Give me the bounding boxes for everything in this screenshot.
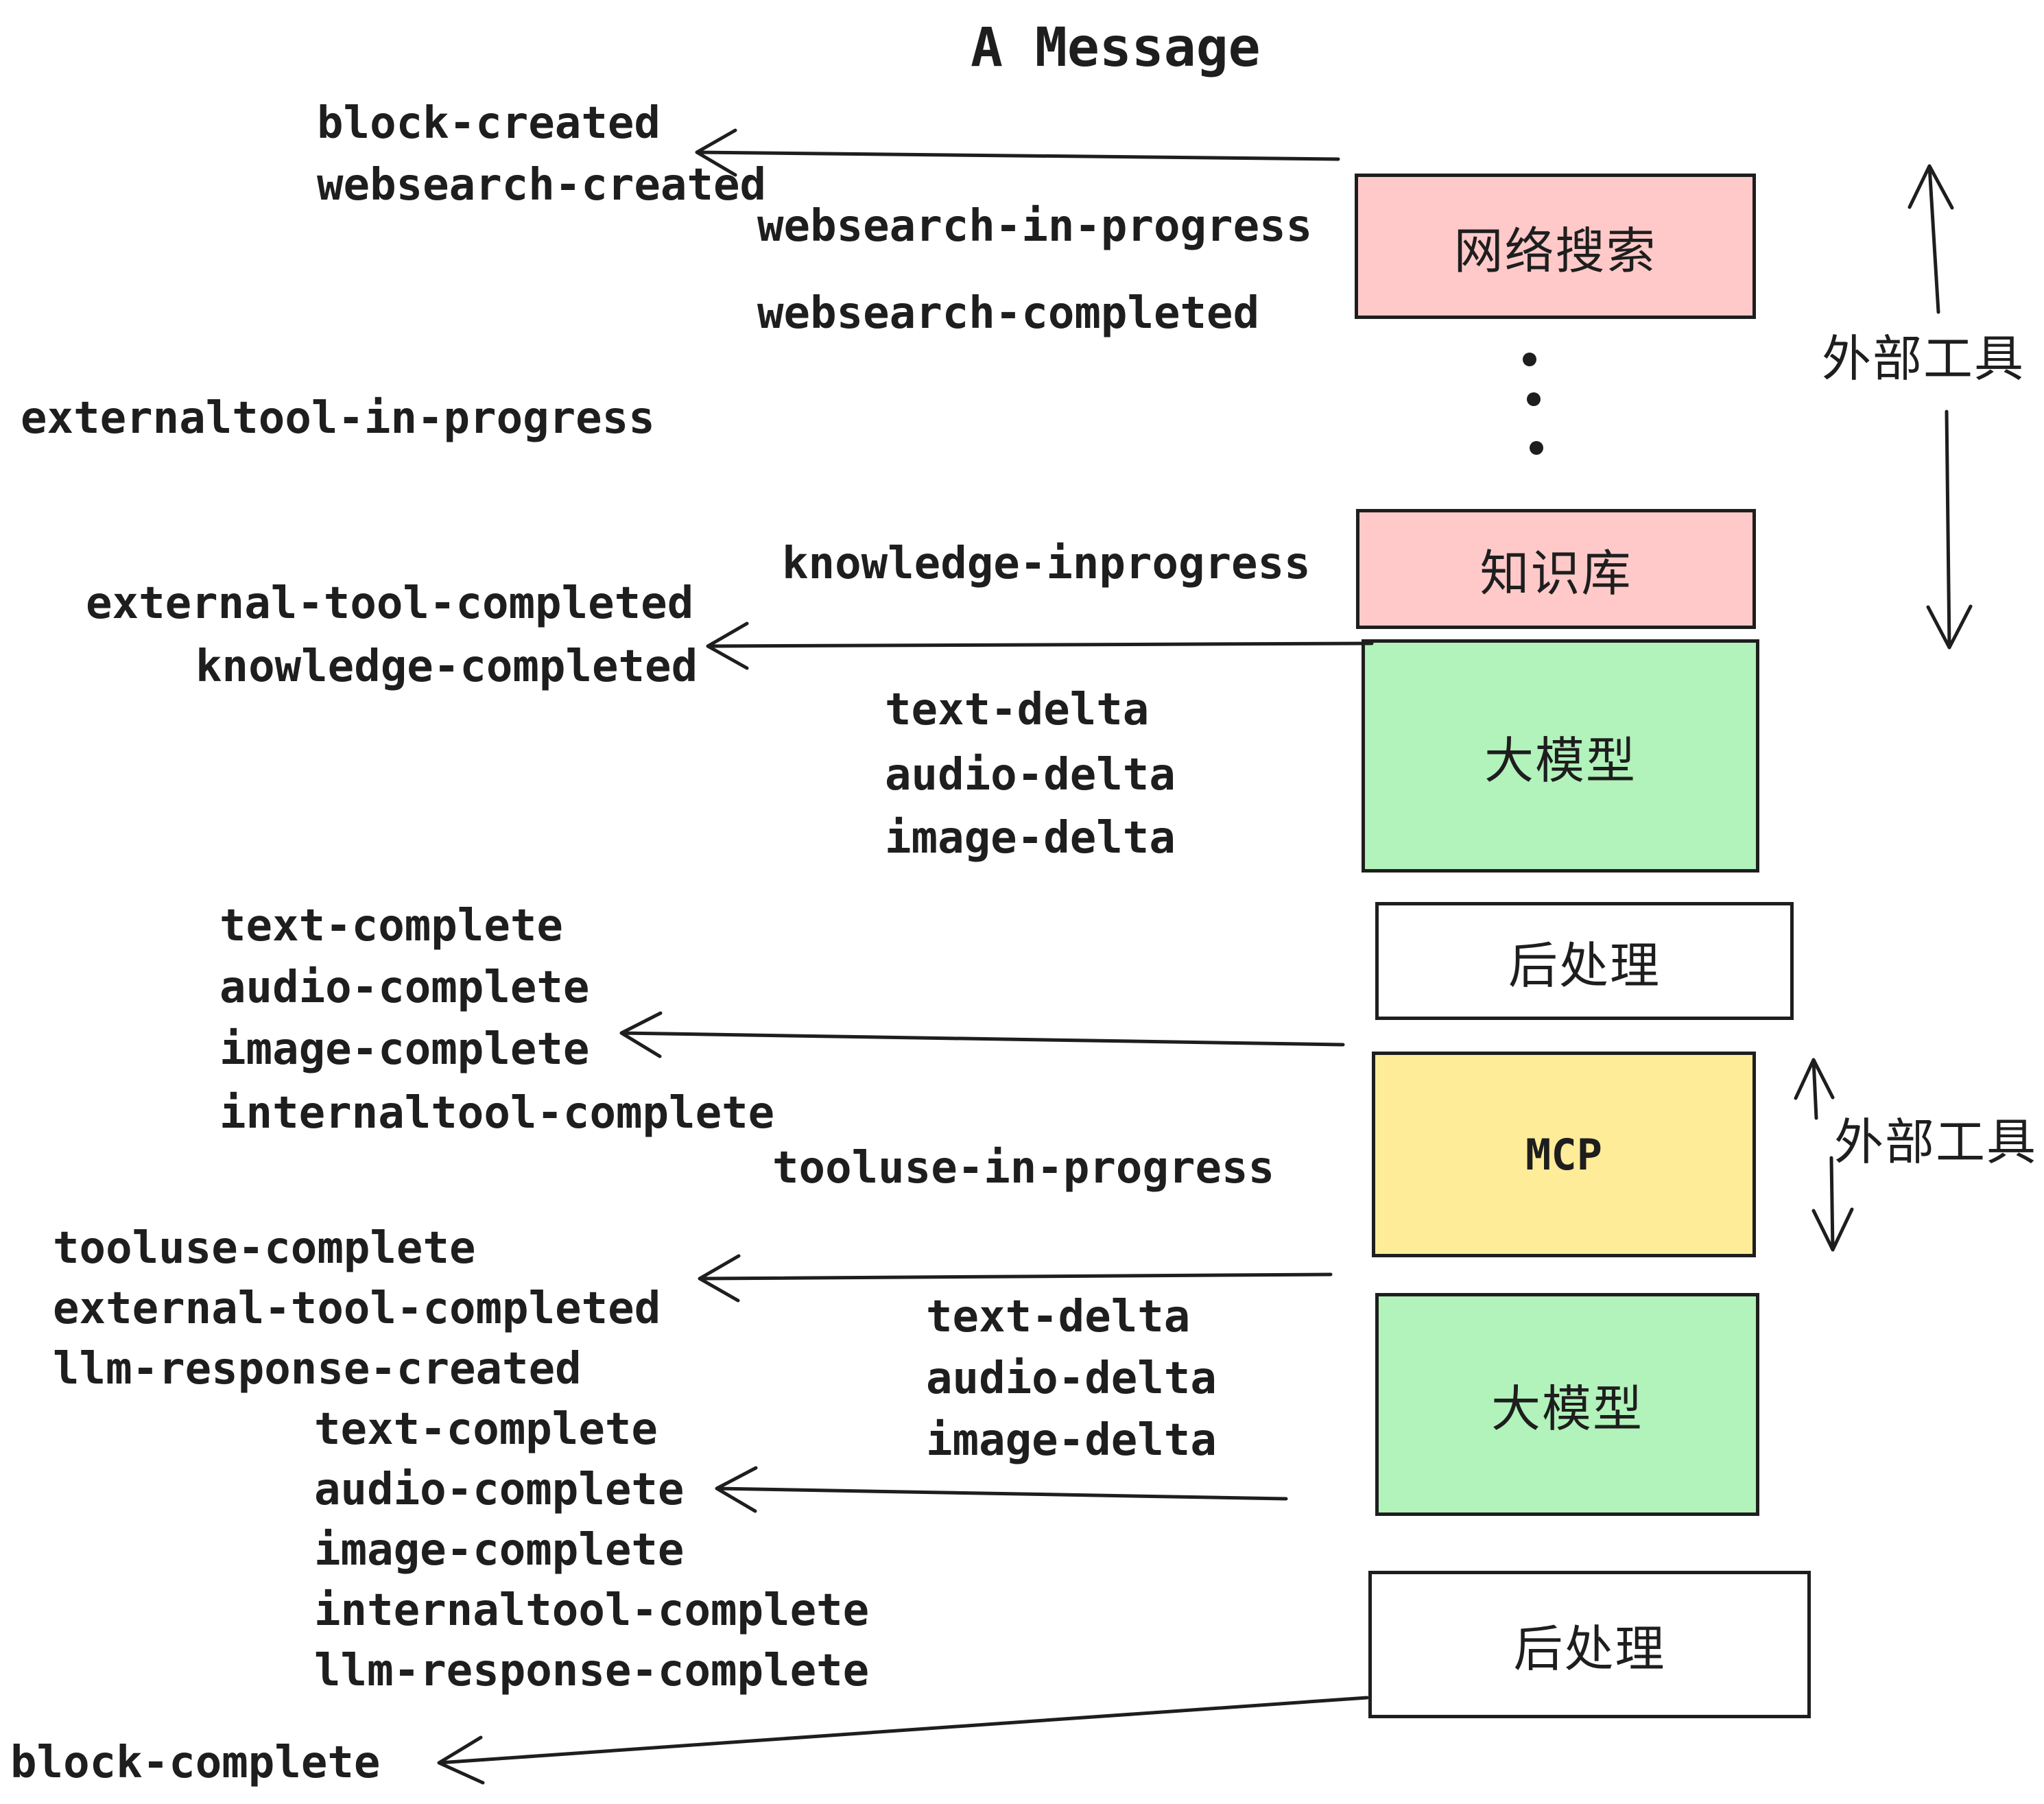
box-websearch: 网络搜索 <box>1355 174 1756 319</box>
event-label-text-complete-2: text-complete <box>314 1404 658 1455</box>
event-label-external-tool-completed-2: external-tool-completed <box>53 1283 661 1334</box>
box-post-processing-1: 后处理 <box>1375 902 1794 1020</box>
event-label-llm-response-created: llm-response-created <box>53 1344 582 1394</box>
event-label-tooluse-complete: tooluse-complete <box>53 1223 476 1274</box>
arrow-to-block-created <box>695 128 1340 177</box>
box-llm-2-label: 大模型 <box>1490 1382 1643 1437</box>
arrow-to-knowledge-completed <box>706 621 1374 670</box>
box-post-processing-1-label: 后处理 <box>1508 938 1661 994</box>
vertical-ellipsis-dots <box>1523 353 1543 455</box>
event-label-external-tool-completed: external-tool-completed <box>86 578 694 629</box>
arrow-to-audio-complete <box>715 1466 1288 1513</box>
event-label-websearch-in-progress: websearch-in-progress <box>757 201 1313 252</box>
external-tools-arrow-mid-down <box>1811 1156 1854 1252</box>
box-mcp: MCP <box>1372 1052 1756 1257</box>
event-label-websearch-created: websearch-created <box>317 160 767 211</box>
event-label-audio-delta-2: audio-delta <box>926 1353 1217 1404</box>
event-label-tooluse-in-progress: tooluse-in-progress <box>772 1143 1275 1194</box>
event-label-knowledge-completed: knowledge-completed <box>195 641 698 692</box>
event-label-text-complete: text-complete <box>219 901 563 951</box>
external-tools-arrow-mid-up <box>1794 1058 1835 1120</box>
event-label-internaltool-complete: internaltool-complete <box>219 1088 775 1139</box>
event-label-image-delta: image-delta <box>885 813 1176 864</box>
arrow-to-block-complete <box>437 1696 1369 1785</box>
box-llm-2: 大模型 <box>1375 1293 1759 1516</box>
event-label-llm-response-complete: llm-response-complete <box>314 1646 870 1696</box>
box-knowledge-label: 知识库 <box>1479 547 1632 602</box>
event-label-audio-complete: audio-complete <box>219 962 590 1013</box>
event-label-knowledge-inprogress: knowledge-inprogress <box>782 538 1311 589</box>
external-tools-label-top: 外部工具 <box>1822 332 2025 387</box>
external-tools-label-mid: 外部工具 <box>1834 1115 2038 1170</box>
event-label-image-complete-2: image-complete <box>314 1525 685 1576</box>
box-knowledge: 知识库 <box>1356 509 1756 629</box>
event-label-block-created: block-created <box>317 98 661 149</box>
event-label-internaltool-complete-2: internaltool-complete <box>314 1585 870 1636</box>
event-label-block-complete: block-complete <box>10 1737 381 1788</box>
event-label-image-delta-2: image-delta <box>926 1415 1217 1466</box>
box-post-processing-2: 后处理 <box>1368 1571 1811 1718</box>
event-label-externaltool-in-progress: externaltool-in-progress <box>21 393 655 444</box>
event-label-text-delta: text-delta <box>885 685 1150 735</box>
external-tools-arrow-top-up <box>1908 164 1954 314</box>
ellipsis-dot-3 <box>1530 441 1543 455</box>
event-label-text-delta-2: text-delta <box>926 1292 1191 1342</box>
external-tools-arrow-top-down <box>1926 410 1973 650</box>
box-mcp-label: MCP <box>1525 1129 1602 1180</box>
box-llm-1: 大模型 <box>1362 639 1759 873</box>
event-label-image-complete: image-complete <box>219 1024 590 1075</box>
event-label-websearch-completed: websearch-completed <box>757 288 1260 339</box>
diagram-title: A Message <box>971 17 1261 79</box>
box-llm-1-label: 大模型 <box>1484 733 1637 789</box>
event-label-audio-complete-2: audio-complete <box>314 1464 685 1515</box>
ellipsis-dot-1 <box>1523 353 1536 366</box>
box-websearch-label: 网络搜索 <box>1453 224 1657 279</box>
event-label-audio-delta: audio-delta <box>885 750 1176 800</box>
box-post-processing-2-label: 后处理 <box>1513 1622 1666 1677</box>
ellipsis-dot-2 <box>1527 392 1541 406</box>
arrow-to-image-complete <box>619 1011 1345 1058</box>
